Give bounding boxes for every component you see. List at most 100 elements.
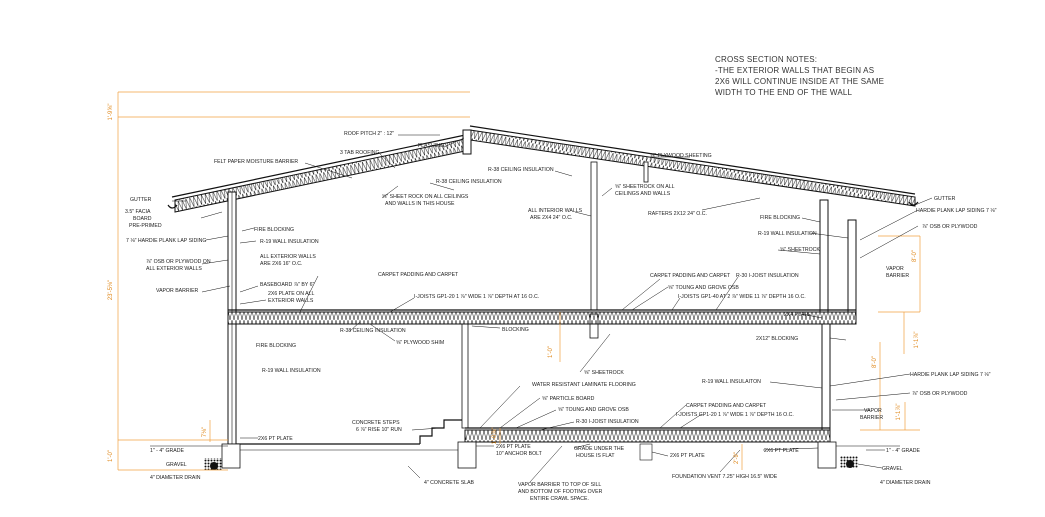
label-fire-blocking-right: FIRE BLOCKING xyxy=(760,215,800,221)
label-blocking-mid: BLOCKING xyxy=(502,327,529,333)
label-r38-top: R-38 CEILING INSULATION xyxy=(488,167,554,173)
dim-wall-lower-right: 8'-0" xyxy=(872,356,878,368)
label-plate-2x4: 2X4 PLATE xyxy=(784,312,811,318)
label-grade-right: 1" - 4" GRADE xyxy=(886,448,920,454)
leader-lines xyxy=(172,134,933,483)
label-rafters: RAFTERS 2X12 24" O.C. xyxy=(648,211,707,217)
dimension-lines xyxy=(117,91,921,471)
callout-labels: ROOF PITCH 2" : 12" FLASHING FELT PAPER … xyxy=(125,131,997,502)
label-vapor-right-lower-1: VAPOR xyxy=(864,408,882,414)
label-gravel-right: GRAVEL xyxy=(882,466,903,472)
floor-systems xyxy=(150,309,900,470)
label-facia-2: BOARD xyxy=(133,216,152,222)
notes-line-3: WIDTH TO THE END OF THE WALL xyxy=(715,88,853,97)
roof-assembly xyxy=(167,125,919,213)
label-r38-mid: R-38 CEILING INSULATION xyxy=(340,328,406,334)
label-grade-under-2: HOUSE IS FLAT xyxy=(576,453,615,459)
notes-line-1: -THE EXTERIOR WALLS THAT BEGIN AS xyxy=(715,66,874,75)
label-grade-left: 1" - 4" GRADE xyxy=(150,448,184,454)
label-interior-walls-2: ARE 2X4 24" O.C. xyxy=(530,215,573,221)
label-r19-right-upper: R-19 WALL INSULATION xyxy=(758,231,817,237)
label-toung-upper: ⅝" TOUNG AND GROVE OSB xyxy=(668,285,739,291)
label-carpet-upper-right: CARPET PADDING AND CARPET xyxy=(650,273,731,279)
label-hardie-right-upper: HARDIE PLANK LAP SIDING 7 ⅛" xyxy=(916,208,997,214)
label-laminate: WATER RESISTANT LAMINATE FLOORING xyxy=(532,382,636,388)
gutter-left-shape xyxy=(167,204,178,209)
dim-floor-left-upper: 1'-0⅞" xyxy=(492,428,498,445)
label-r19-lower-left: R-19 WALL INSULATION xyxy=(262,368,321,374)
label-r30-lower: R-30 I-JOIST INSULATION xyxy=(576,419,639,425)
label-r19-upper-left: R-19 WALL INSULATION xyxy=(260,239,319,245)
label-ijoists-upper-left: I-JOISTS GP1-20 1 ⅞" WIDE 1 ⅞" DEPTH AT … xyxy=(414,294,539,300)
label-concrete-steps-2: 6 ⅞" RISE 10" RUN xyxy=(356,427,402,433)
upper-floor-joists xyxy=(227,311,857,325)
label-facia-1: 3.5" FACIA xyxy=(125,209,151,215)
label-gutter-right: GUTTER xyxy=(934,196,956,202)
dim-grade-left: 1'-0" xyxy=(108,450,114,462)
notes-line-2: 2X6 WILL CONTINUE INSIDE AT THE SAME xyxy=(715,77,884,86)
label-ijoists-lower: I-JOISTS GP1-20 1 ⅞" WIDE 1 ⅞" DEPTH 16 … xyxy=(676,412,794,418)
concrete-steps xyxy=(419,419,462,444)
cross-section-notes: CROSS SECTION NOTES: -THE EXTERIOR WALLS… xyxy=(715,55,884,97)
label-toung-lower: ⅝" TOUNG AND GROVE OSB xyxy=(558,407,629,413)
label-osb-left-1: ⅞" OSB OR PLYWOOD ON xyxy=(146,259,211,265)
label-osb-right-lower: ⅞" OSB OR PLYWOOD xyxy=(912,391,968,397)
label-vapor-right-upper-1: VAPOR xyxy=(886,266,904,272)
dimension-text: 1'-9⅝" 23'-5⅛" 8'-0" 1'-0" 1'-1⅞" 8'-0" … xyxy=(108,104,920,464)
lower-floor-joists xyxy=(464,429,831,443)
label-concrete-slab: 4" CONCRETE SLAB xyxy=(424,480,475,486)
label-blocking-2x12: 2X12" BLOCKING xyxy=(756,336,798,342)
label-plate-2: EXTERIOR WALLS xyxy=(268,298,314,304)
label-vapor-crawl-3: ENTIRE CRAWL SPACE. xyxy=(530,496,589,502)
label-facia-3: PRE-PRIMED xyxy=(129,223,162,229)
label-tab-roofing: 3 TAB ROOFING xyxy=(340,150,380,156)
label-r30-upper: R-30 I-JOIST INSULATION xyxy=(736,273,799,279)
label-baseboard: BASEBOARD ⅞" BY 6" xyxy=(260,282,314,288)
label-sheetrock-right-1: ⅝" SHEETROCK ON ALL xyxy=(615,184,675,190)
label-particle-board: ⅝" PARTICLE BOARD xyxy=(542,396,595,402)
dim-sill-left: 7⅛" xyxy=(202,427,208,437)
label-plate-1: 2X6 PLATE ON ALL xyxy=(268,291,314,297)
label-gutter-left: GUTTER xyxy=(130,197,152,203)
label-plywood-sheeting: ⅝" PLYWOOD SHEETING xyxy=(650,153,712,159)
label-vapor-right-lower-2: BARRIER xyxy=(860,415,883,421)
label-interior-walls-1: ALL INTERIOR WALLS xyxy=(528,208,583,214)
label-fire-blocking-lower: FIRE BLOCKING xyxy=(256,343,296,349)
gutter-right-shape xyxy=(908,201,919,206)
label-grade-under-1: GRADE UNDER THE xyxy=(574,446,625,452)
label-felt-paper: FELT PAPER MOISTURE BARRIER xyxy=(214,159,298,165)
label-pt-plate-left: 2X6 PT PLATE xyxy=(258,436,293,442)
label-sheetrock-ceilings-1: ⅝" SHEET ROCK ON ALL CEILINGS xyxy=(382,194,469,200)
dim-floor-mid: 1'-0" xyxy=(548,346,554,358)
label-flashing: FLASHING xyxy=(418,143,444,149)
label-osb-right-upper: ⅞" OSB OR PLYWOOD xyxy=(922,224,978,230)
dim-grade-right: 2'-9" xyxy=(734,452,740,464)
dim-wall-upper-right: 8'-0" xyxy=(912,250,918,262)
label-foundation-vent: FOUNDATION VENT 7.25" HIGH 16.5" WIDE xyxy=(672,474,778,480)
label-drain-right: 4" DIAMETER DRAIN xyxy=(880,480,931,486)
label-pt-plate-mid-1: 2X6 PT PLATE xyxy=(496,444,531,450)
label-plywood-shim: ⅝" PLYWOOD SHIM xyxy=(396,340,444,346)
label-roof-pitch: ROOF PITCH 2" : 12" xyxy=(344,131,394,137)
dim-floor-right-lower: 1'-1⅞" xyxy=(896,404,902,421)
dim-floor-right-mid: 1'-1⅞" xyxy=(914,332,920,349)
label-sheetrock-mid: ⅝" SHEETROCK xyxy=(584,370,624,376)
label-ext-walls-2: ARE 2X6 16" O.C. xyxy=(260,261,303,267)
label-hardie-left: 7 ⅛" HARDIE PLANK LAP SIDING xyxy=(126,238,206,244)
label-pt-plate-mid-right: 2X6 PT PLATE xyxy=(670,453,705,459)
label-gravel-left: GRAVEL xyxy=(166,462,187,468)
label-r19-right-lower: R-19 WALL INSULAITON xyxy=(702,379,761,385)
label-ijoists-upper-right: I-JOISTS GP1-40 AT 2 ⅞" WIDE 11 ⅞" DEPTH… xyxy=(678,294,806,300)
label-drain-left: 4" DIAMETER DRAIN xyxy=(150,475,201,481)
label-sheetrock-right-2: CEILINGS AND WALLS xyxy=(615,191,671,197)
label-sheetrock-ceilings-2: AND WALLS IN THIS HOUSE xyxy=(385,201,455,207)
label-hardie-right-lower: HARDIE PLANK LAP SIDING 7 ⅛" xyxy=(910,372,991,378)
label-pt-plate-mid-2: 10" ANCHOR BOLT xyxy=(496,451,543,457)
notes-heading: CROSS SECTION NOTES: xyxy=(715,55,817,64)
label-vapor-crawl-1: VAPOR BARRIER TO TOP OF SILL xyxy=(518,482,601,488)
dim-roof-rise: 1'-9⅝" xyxy=(108,104,114,121)
label-concrete-steps-1: CONCRETE STEPS xyxy=(352,420,400,426)
label-sheetrock-right: ⅝" SHEETROCK xyxy=(780,247,820,253)
label-fire-blocking-upper: FIRE BLOCKING xyxy=(254,227,294,233)
